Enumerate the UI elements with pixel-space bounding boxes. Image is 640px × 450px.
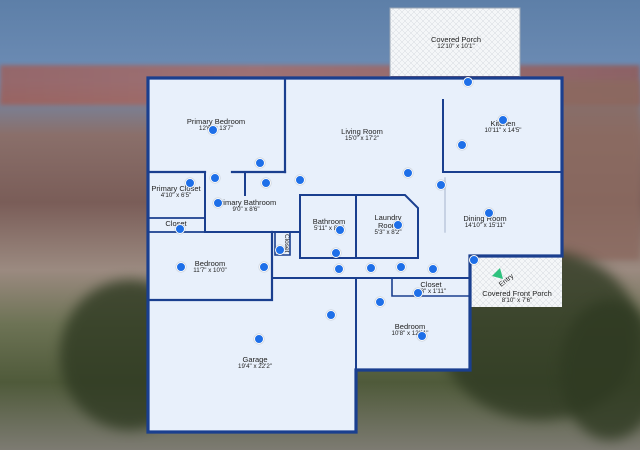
room-name: Laundry Room xyxy=(374,213,402,230)
panorama-hotspot[interactable] xyxy=(335,225,345,235)
room-dimensions: 10'11" x 14'5" xyxy=(484,126,522,134)
panorama-hotspot[interactable] xyxy=(484,208,494,218)
entry-arrow xyxy=(492,268,503,279)
panorama-hotspot[interactable] xyxy=(331,248,341,258)
panorama-hotspot[interactable] xyxy=(428,264,438,274)
room-bedroom-right: Bedroom 10'8" x 12'11" xyxy=(392,323,429,337)
panorama-hotspot[interactable] xyxy=(208,125,218,135)
room-closet-mid: Closet 4'3" x 1'11" xyxy=(416,281,446,295)
room-primary-bathroom: Primary Bathroom 9'0" x 8'6" xyxy=(216,199,276,213)
room-dimensions: 5'3" x 8'2" xyxy=(374,228,402,236)
panorama-hotspot[interactable] xyxy=(176,262,186,272)
panorama-hotspot[interactable] xyxy=(417,331,427,341)
room-dimensions: 14'10" x 15'11" xyxy=(464,221,506,229)
panorama-hotspot[interactable] xyxy=(326,310,336,320)
room-closet-left: Closet xyxy=(165,220,186,228)
room-living-room: Living Room 15'0" x 17'2" xyxy=(341,128,383,142)
room-name: Living Room xyxy=(341,127,383,136)
panorama-hotspot[interactable] xyxy=(259,262,269,272)
room-laundry: Laundry Room 5'3" x 8'2" xyxy=(367,214,409,236)
room-name: Bedroom xyxy=(394,322,426,331)
panorama-hotspot[interactable] xyxy=(463,77,473,87)
room-dimensions: 10'8" x 12'11" xyxy=(391,329,429,337)
room-name: Dining Room xyxy=(463,214,507,223)
room-name: Covered Front Porch xyxy=(482,289,552,298)
room-name: Primary Closet xyxy=(151,184,201,193)
room-dimensions: 8'10" x 7'6" xyxy=(501,296,533,304)
room-dimensions: 11'7" x 10'0" xyxy=(193,266,227,274)
room-name: Primary Bedroom xyxy=(186,117,246,126)
room-bedroom-left: Bedroom 11'7" x 10'0" xyxy=(193,260,226,274)
panorama-hotspot[interactable] xyxy=(334,264,344,274)
room-garage: Garage 19'4" x 22'2" xyxy=(238,356,272,370)
room-dimensions: 5'11" x 8'2" xyxy=(313,224,345,232)
room-name: Closet xyxy=(165,219,187,228)
panorama-hotspot[interactable] xyxy=(275,245,285,255)
room-covered-porch: Covered Porch 12'10" x 10'1" xyxy=(431,36,481,50)
panorama-hotspot[interactable] xyxy=(396,262,406,272)
room-name: Primary Bathroom xyxy=(215,198,277,207)
panorama-hotspot[interactable] xyxy=(254,334,264,344)
panorama-hotspot[interactable] xyxy=(393,220,403,230)
panorama-hotspot[interactable] xyxy=(457,140,467,150)
panorama-hotspot[interactable] xyxy=(436,180,446,190)
panorama-hotspot[interactable] xyxy=(175,224,185,234)
room-name: Covered Porch xyxy=(430,35,482,44)
panorama-hotspot[interactable] xyxy=(255,158,265,168)
front-porch-floor xyxy=(470,256,562,307)
room-dimensions: 4'10" x 6'5" xyxy=(160,191,192,199)
room-dimensions: 12'10" x 10'1" xyxy=(437,42,475,50)
room-name: Bedroom xyxy=(194,259,226,268)
panorama-hotspot[interactable] xyxy=(498,115,508,125)
room-name: Garage xyxy=(242,355,268,364)
room-name: Bathroom xyxy=(312,217,346,226)
room-dining-room: Dining Room 14'10" x 15'11" xyxy=(463,215,506,229)
room-primary-closet: Primary Closet 4'10" x 6'5" xyxy=(151,185,201,199)
panorama-hotspot[interactable] xyxy=(413,288,423,298)
room-covered-front-porch: Covered Front Porch 8'10" x 7'6" xyxy=(482,290,552,304)
panorama-hotspot[interactable] xyxy=(213,198,223,208)
background-house xyxy=(560,80,640,260)
room-dimensions: 4'3" x 1'11" xyxy=(415,287,447,295)
covered-porch-floor xyxy=(390,8,520,76)
panorama-hotspot[interactable] xyxy=(295,175,305,185)
background-tree xyxy=(560,300,640,440)
panorama-hotspot[interactable] xyxy=(185,178,195,188)
panorama-hotspot[interactable] xyxy=(469,255,479,265)
room-dimensions: 9'0" x 8'6" xyxy=(232,205,260,213)
room-dimensions: 15'0" x 17'2" xyxy=(345,134,379,142)
panorama-hotspot[interactable] xyxy=(366,263,376,273)
room-name: Closet xyxy=(420,280,442,289)
panorama-hotspot[interactable] xyxy=(403,168,413,178)
room-bathroom: Bathroom 5'11" x 8'2" xyxy=(313,218,346,232)
panorama-hotspot[interactable] xyxy=(375,297,385,307)
panorama-hotspot[interactable] xyxy=(210,173,220,183)
panorama-hotspot[interactable] xyxy=(261,178,271,188)
room-dimensions: 19'4" x 22'2" xyxy=(238,362,272,370)
